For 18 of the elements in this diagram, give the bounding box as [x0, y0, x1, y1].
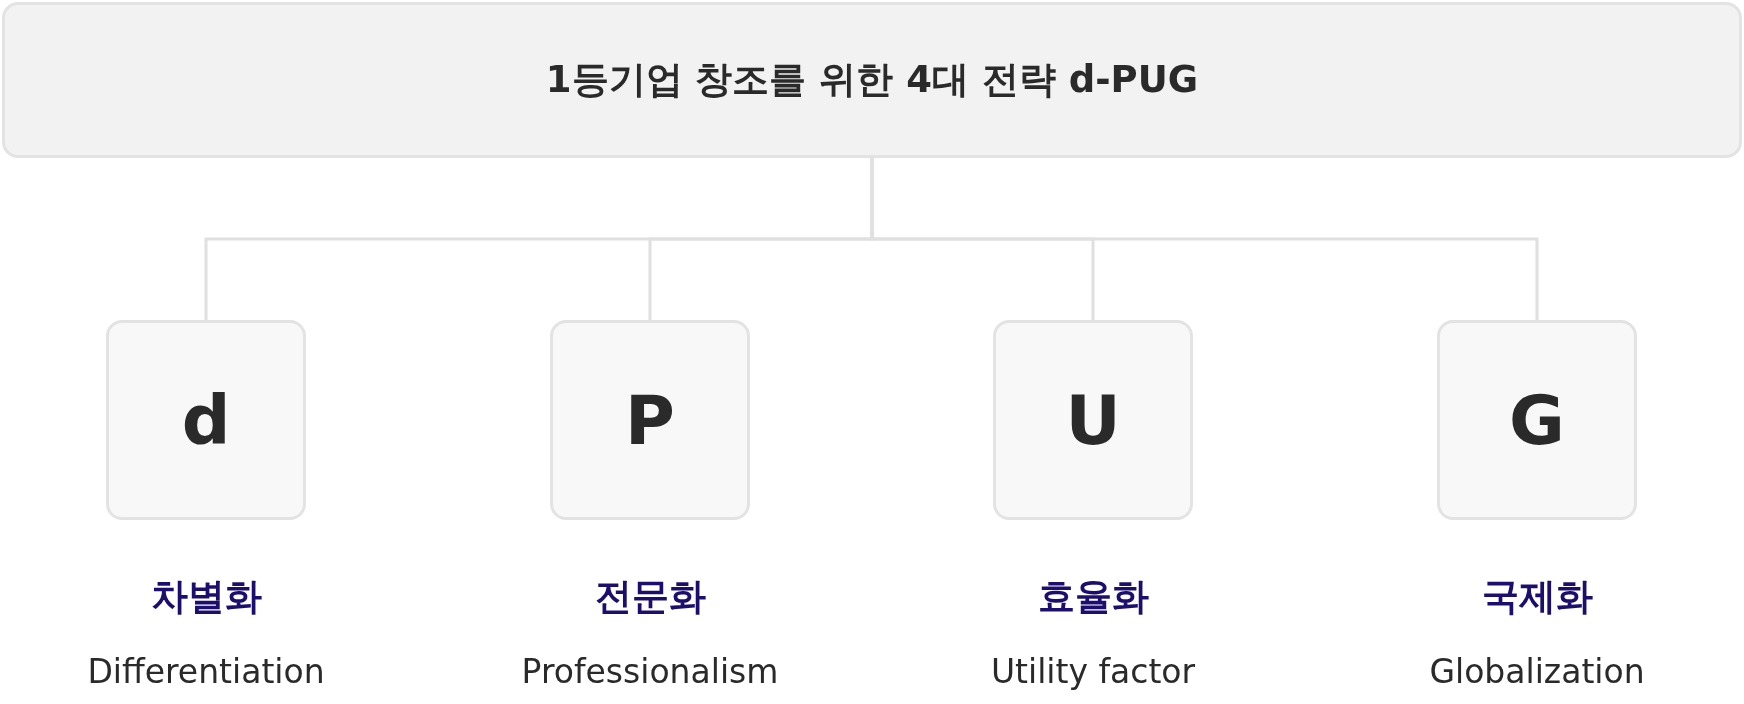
english-caption: Globalization: [1429, 652, 1645, 691]
title-text: 1등기업 창조를 위한 4대 전략 d-PUG: [545, 57, 1199, 103]
letter-box: [993, 320, 1193, 520]
letter-box: [106, 320, 306, 520]
korean-caption: 국제화: [1481, 574, 1593, 620]
title-box: [2, 2, 1742, 158]
english-caption: Differentiation: [87, 652, 325, 691]
english-caption: Utility factor: [990, 652, 1196, 691]
letter-box: [550, 320, 750, 520]
strategy-letter: P: [625, 380, 675, 460]
strategy-letter: G: [1509, 380, 1565, 460]
strategy-letter: d: [181, 380, 231, 460]
strategy-letter: U: [1065, 380, 1121, 460]
letter-box: [1437, 320, 1637, 520]
korean-caption: 전문화: [594, 574, 706, 620]
english-caption: Professionalism: [521, 652, 779, 691]
korean-caption: 차별화: [150, 574, 262, 620]
korean-caption: 효율화: [1037, 574, 1149, 620]
